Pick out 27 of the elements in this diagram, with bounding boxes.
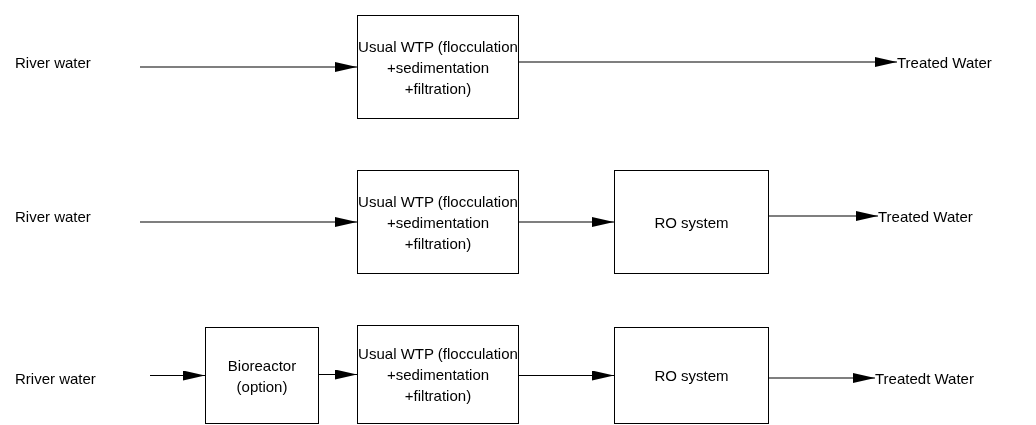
flow-label: Treated Water — [878, 207, 973, 225]
arrow — [518, 217, 615, 227]
process-label: Usual WTP (flocculation +sedimentation +filtration) — [358, 36, 518, 99]
flow-label: Rriver water — [15, 369, 96, 387]
arrow — [139, 217, 358, 227]
flow-label: Treated Water — [897, 53, 992, 71]
process-label: Usual WTP (flocculation +sedimentation +filtration) — [358, 191, 518, 254]
process-box — [205, 327, 319, 424]
arrow — [768, 211, 879, 221]
process-box — [614, 170, 769, 274]
process-label: RO system — [654, 366, 729, 386]
process-label: Usual WTP (flocculation +sedimentation +filtration) — [358, 344, 518, 406]
process-label: Bioreactor (option) — [226, 355, 298, 397]
flow-label: Treatedt Water — [875, 369, 974, 387]
process-box — [357, 325, 519, 424]
process-box — [614, 327, 769, 424]
flow-label: River water — [15, 53, 91, 71]
flow-label: River water — [15, 207, 91, 225]
arrow — [518, 57, 898, 67]
process-box — [357, 170, 519, 274]
arrow — [768, 373, 876, 383]
process-box — [357, 15, 519, 119]
arrow — [518, 370, 615, 381]
arrow — [139, 62, 358, 72]
process-label: RO system — [654, 212, 729, 233]
arrow — [149, 370, 206, 381]
arrow — [318, 369, 358, 380]
